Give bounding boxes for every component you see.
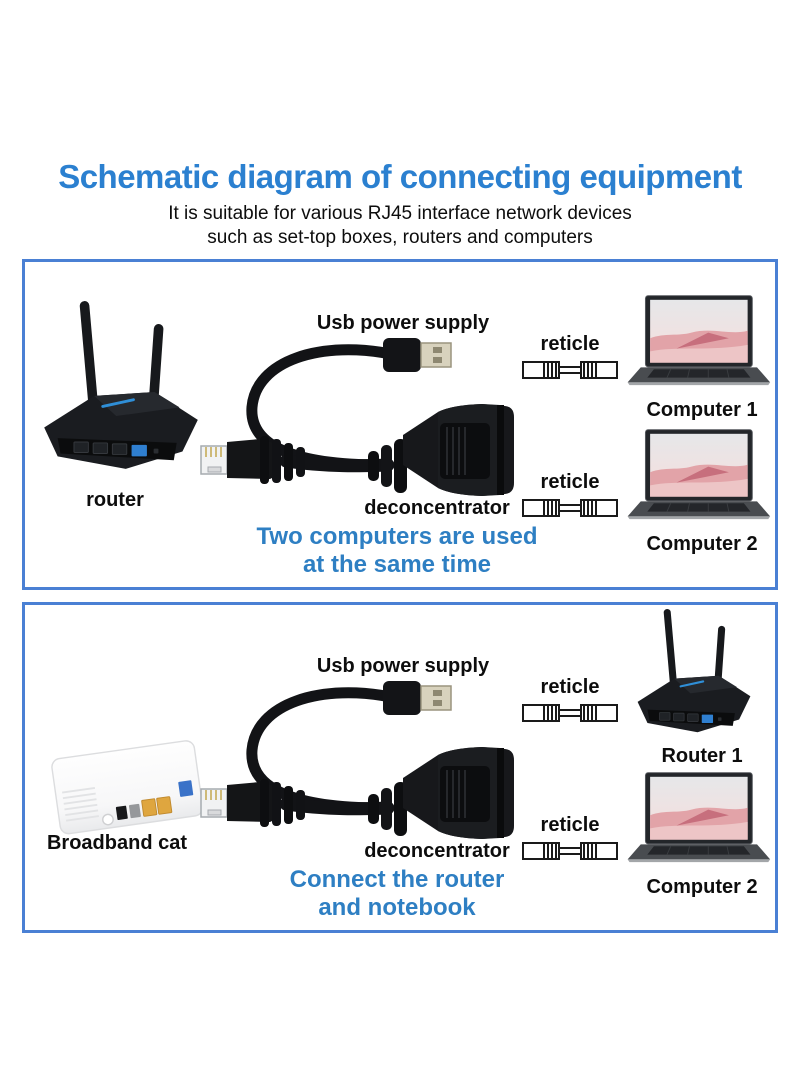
laptop-icon-computer2	[622, 429, 772, 523]
usb-power-supply-label: Usb power supply	[316, 312, 490, 334]
laptop-icon-computer2	[622, 772, 772, 866]
reticle-coupler-icon-2	[522, 838, 618, 864]
computer1-label: Computer 1	[646, 399, 758, 421]
reticle-label-1: reticle	[540, 676, 600, 698]
deconcentrator-label: deconcentrator	[364, 497, 510, 519]
panel-router-notebook: Broadband cat Usb power supply deconcent…	[22, 602, 778, 933]
splitter-cable-icon	[200, 335, 520, 515]
computer2-label: Computer 2	[646, 533, 758, 555]
splitter-cable-icon	[200, 678, 520, 858]
reticle-coupler-icon-1	[522, 357, 618, 383]
panel1-caption-line2: at the same time	[302, 551, 492, 578]
page-subtitle-line1: It is suitable for various RJ45 interfac…	[168, 203, 632, 224]
laptop-icon-computer1	[622, 295, 772, 389]
reticle-label-1: reticle	[540, 333, 600, 355]
panel2-caption-line2: and notebook	[318, 894, 476, 921]
reticle-coupler-icon-1	[522, 700, 618, 726]
computer2-label: Computer 2	[646, 876, 758, 898]
router-label: router	[86, 489, 144, 511]
broadband-modem-icon	[40, 727, 215, 839]
page-subtitle-line2: such as set-top boxes, routers and compu…	[207, 227, 593, 248]
router-icon-router1	[634, 606, 754, 747]
router1-label: Router 1	[661, 745, 743, 767]
reticle-coupler-icon-2	[522, 495, 618, 521]
router-icon	[35, 297, 207, 489]
usb-power-supply-label: Usb power supply	[316, 655, 490, 677]
broadband-cat-label: Broadband cat	[46, 832, 188, 854]
reticle-label-2: reticle	[540, 814, 600, 836]
panel-two-computers: router Usb power supply deconcentrator r…	[22, 259, 778, 590]
panel2-caption-line1: Connect the router	[289, 866, 505, 893]
panel1-caption: Two computers are used at the same time	[97, 523, 697, 579]
reticle-label-2: reticle	[540, 471, 600, 493]
panel2-caption: Connect the router and notebook	[97, 866, 697, 922]
page-title: Schematic diagram of connecting equipmen…	[58, 158, 742, 195]
deconcentrator-label: deconcentrator	[364, 840, 510, 862]
panel1-caption-line1: Two computers are used	[256, 523, 538, 550]
